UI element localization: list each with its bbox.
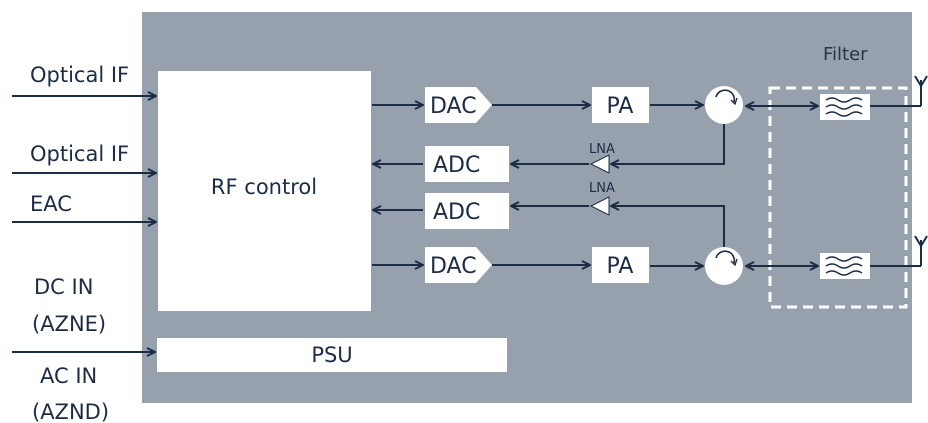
adc-top-label: ADC: [433, 153, 480, 178]
rf-control-label: RF control: [211, 175, 317, 199]
pa-top-block: [592, 87, 649, 123]
pa-bottom-block: [592, 247, 649, 283]
psu-block: [157, 338, 507, 372]
psu-label: PSU: [311, 343, 352, 367]
circulator-to-lna-bottom-line: [611, 206, 725, 247]
adc-bottom-block: [425, 193, 509, 229]
dac-bottom-block: [425, 247, 492, 283]
adc-top-block: [425, 146, 509, 182]
antenna-top-icon: [912, 75, 928, 107]
eac-label: EAC: [30, 192, 72, 216]
circulator-top: [705, 86, 743, 124]
dc-in-sub-label: (AZNE): [32, 312, 106, 336]
circulator-bottom-arrow-icon: [715, 250, 736, 264]
circulator-bottom: [705, 247, 743, 285]
circulator-to-lna-top-line: [611, 124, 725, 164]
ac-in-label: AC IN: [40, 364, 97, 388]
ac-in-sub-label: (AZND): [32, 400, 109, 423]
dac-top-block: [425, 87, 492, 123]
adc-bottom-label: ADC: [433, 200, 480, 225]
dac-bottom-label: DAC: [430, 254, 477, 279]
filter-bottom-icon: [825, 256, 863, 276]
lna-bottom-label: LNA: [589, 181, 615, 196]
lna-top-label: LNA: [589, 142, 615, 157]
optical-if-2-label: Optical IF: [30, 142, 129, 166]
filter-enclosure: [768, 86, 908, 309]
circulator-top-arrow-icon: [715, 89, 736, 103]
optical-if-1-label: Optical IF: [30, 63, 129, 87]
pa-bottom-label: PA: [607, 254, 634, 279]
lna-bottom-icon: [589, 196, 610, 216]
dc-in-label: DC IN: [34, 275, 93, 299]
filter-label: Filter: [823, 44, 868, 65]
pa-top-label: PA: [607, 94, 634, 119]
dac-top-label: DAC: [430, 94, 477, 119]
lna-top-icon: [589, 154, 610, 174]
antenna-bottom-icon: [912, 235, 928, 267]
filter-top-icon: [825, 97, 863, 117]
rf-control-block: [158, 71, 371, 311]
